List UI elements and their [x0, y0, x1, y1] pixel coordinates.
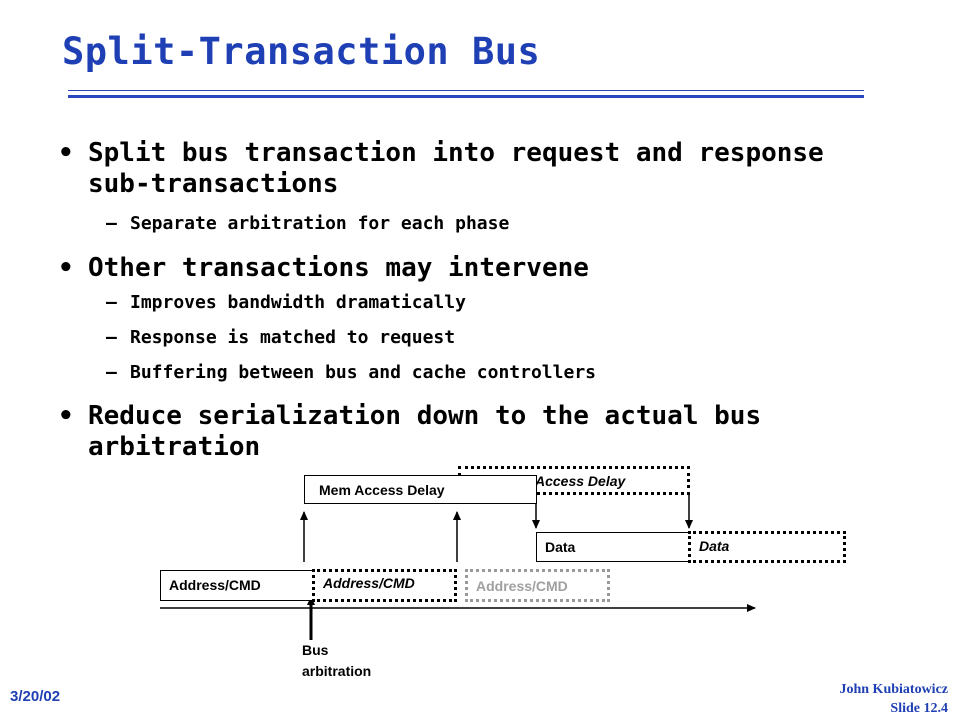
slide-title: Split-Transaction Bus [62, 30, 541, 73]
sub-marker: – [106, 213, 117, 234]
box-label: Address/CMD [169, 577, 261, 593]
title-rule-thin [68, 90, 864, 91]
sub-bullet-text: Improves bandwidth dramatically [130, 292, 466, 313]
bus-arbitration-label: Bus arbitration [302, 640, 371, 682]
bullet-marker: • [58, 253, 74, 283]
footer-author: John Kubiatowicz [839, 682, 948, 697]
box-label: Address/CMD [323, 575, 415, 591]
title-rule-thick [68, 95, 864, 98]
sub-bullet-text: Response is matched to request [130, 327, 456, 348]
box-label: Data [545, 539, 576, 555]
sub-marker: – [106, 327, 117, 348]
sub-bullet-1: –Separate arbitration for each phase [106, 213, 509, 235]
sub-bullet-4: –Buffering between bus and cache control… [106, 362, 596, 384]
sub-bullet-text: Separate arbitration for each phase [130, 213, 510, 234]
sub-bullet-2: –Improves bandwidth dramatically [106, 292, 466, 314]
box-label: Mem Access Delay [319, 482, 445, 498]
sub-marker: – [106, 292, 117, 313]
sub-bullet-text: Buffering between bus and cache controll… [130, 362, 596, 383]
data-box-1: Data [536, 532, 689, 562]
bullet-text: Other transactions may intervene [88, 253, 589, 283]
bus-label-line2: arbitration [302, 663, 372, 679]
footer-info: John Kubiatowicz Slide 12.4 [839, 680, 948, 718]
sub-marker: – [106, 362, 117, 383]
bullet-text: Split bus transaction into request and r… [88, 138, 824, 199]
address-cmd-box-2: Address/CMD [312, 569, 457, 602]
footer-date: 3/20/02 [10, 688, 61, 705]
bullet-2: • Other transactions may intervene [58, 253, 858, 285]
footer-slide-number: Slide 12.4 [890, 701, 948, 716]
bullet-marker: • [58, 401, 74, 431]
data-box-2: Data [688, 531, 846, 563]
box-label: Access Delay [535, 473, 626, 489]
bus-label-line1: Bus [302, 642, 329, 658]
address-cmd-box-1: Address/CMD [160, 570, 313, 601]
bullet-marker: • [58, 138, 74, 168]
sub-bullet-3: –Response is matched to request [106, 327, 455, 349]
box-label: Data [699, 538, 730, 554]
address-cmd-box-3: Address/CMD [465, 569, 610, 602]
mem-access-delay-box: Mem Access Delay [304, 475, 537, 504]
bullet-3: • Reduce serialization down to the actua… [58, 401, 858, 465]
bullet-1: • Split bus transaction into request and… [58, 138, 858, 202]
box-label: Address/CMD [476, 578, 568, 594]
bullet-text: Reduce serialization down to the actual … [88, 401, 762, 462]
